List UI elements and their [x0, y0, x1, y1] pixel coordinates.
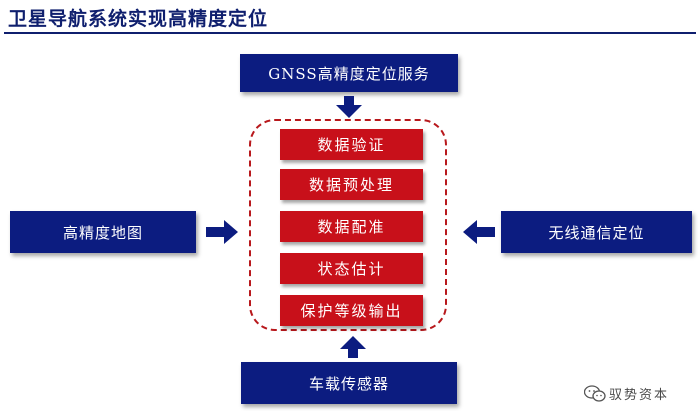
- hd-map-box: 高精度地图: [10, 211, 196, 253]
- page-title: 卫星导航系统实现高精度定位: [8, 8, 269, 30]
- down-arrow-icon: [336, 96, 362, 118]
- step-data-registration: 数据配准: [280, 211, 423, 242]
- processing-frame: [249, 119, 447, 331]
- right-arrow-icon: [206, 220, 238, 244]
- step-data-preprocessing: 数据预处理: [280, 169, 423, 200]
- gnss-service-box: GNSS高精度定位服务: [240, 54, 458, 92]
- wechat-icon: [584, 384, 606, 402]
- step-data-validation: 数据验证: [280, 129, 423, 160]
- watermark: 驭势资本: [584, 384, 669, 403]
- step-protection-level-output: 保护等级输出: [280, 295, 423, 326]
- up-arrow-icon: [340, 336, 366, 358]
- left-arrow-icon: [463, 220, 495, 244]
- vehicle-sensor-box: 车载传感器: [241, 362, 457, 404]
- watermark-text: 驭势资本: [609, 388, 670, 403]
- title-divider: [4, 32, 696, 34]
- step-state-estimation: 状态估计: [280, 253, 423, 284]
- wireless-positioning-box: 无线通信定位: [501, 211, 692, 253]
